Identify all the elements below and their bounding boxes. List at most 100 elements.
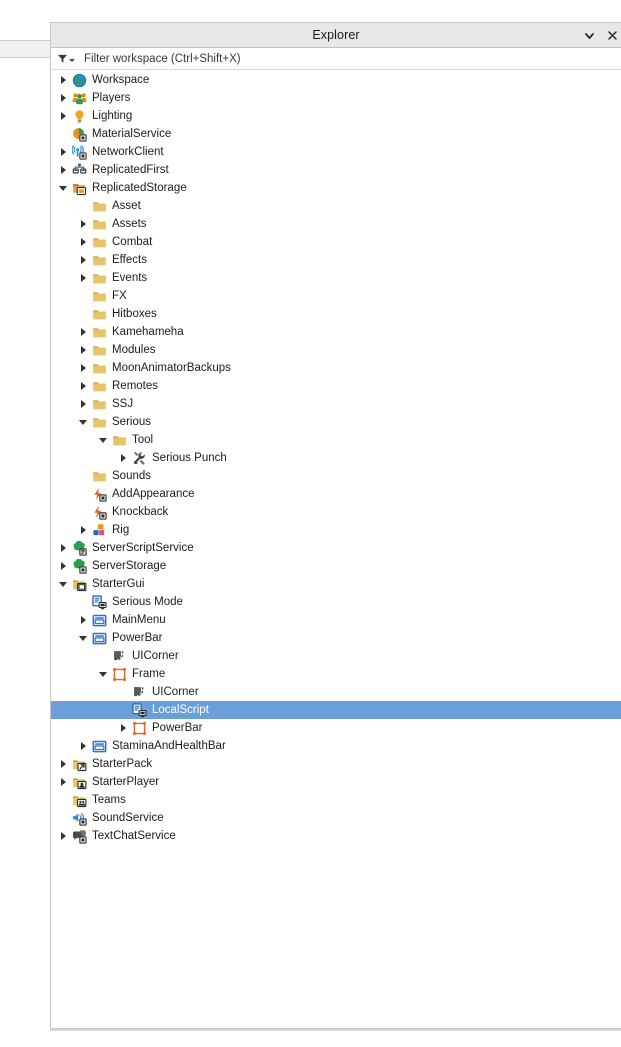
tree-row[interactable]: StaminaAndHealthBar <box>51 737 621 755</box>
chevron-right-icon[interactable] <box>77 395 89 413</box>
chevron-right-icon[interactable] <box>77 341 89 359</box>
tree-row[interactable]: Effects <box>51 251 621 269</box>
chevron-right-icon[interactable] <box>57 71 69 89</box>
tree-row[interactable]: StarterPack <box>51 755 621 773</box>
tree-row[interactable]: Sounds <box>51 467 621 485</box>
tree-row[interactable]: MoonAnimatorBackups <box>51 359 621 377</box>
chevron-right-icon[interactable] <box>57 161 69 179</box>
tree-row[interactable]: MainMenu <box>51 611 621 629</box>
tree-row[interactable]: Remotes <box>51 377 621 395</box>
funnel-filter-icon[interactable] <box>57 53 75 64</box>
tree-row[interactable]: Assets <box>51 215 621 233</box>
chevron-right-icon[interactable] <box>57 539 69 557</box>
tree-row[interactable]: Serious Punch <box>51 449 621 467</box>
chevron-right-icon[interactable] <box>57 773 69 791</box>
tree-row-label: ReplicatedFirst <box>92 164 169 176</box>
tree-row[interactable]: UICorner <box>51 647 621 665</box>
tree-row[interactable]: Frame <box>51 665 621 683</box>
search-input[interactable] <box>84 48 621 69</box>
page-title: Explorer <box>312 28 360 42</box>
chevron-down-icon[interactable] <box>97 665 109 683</box>
chevron-right-icon[interactable] <box>117 449 129 467</box>
chevron-right-icon[interactable] <box>117 719 129 737</box>
chevron-right-icon[interactable] <box>77 737 89 755</box>
chevron-down-icon[interactable] <box>583 29 596 42</box>
chevron-down-icon[interactable] <box>77 413 89 431</box>
tree-row[interactable]: ServerScriptService <box>51 539 621 557</box>
tree-arrow-placeholder <box>77 467 89 485</box>
tree-row[interactable]: PowerBar <box>51 719 621 737</box>
tree-arrow-placeholder <box>77 503 89 521</box>
chevron-right-icon[interactable] <box>77 611 89 629</box>
tree-row[interactable]: NetworkClient <box>51 143 621 161</box>
tree-row[interactable]: Lighting <box>51 107 621 125</box>
sound-service-icon <box>71 810 87 826</box>
folder-icon <box>91 288 107 304</box>
tree-row[interactable]: Serious Mode <box>51 593 621 611</box>
folder-icon <box>91 270 107 286</box>
folder-icon <box>91 324 107 340</box>
tree-row[interactable]: LocalScript <box>51 701 621 719</box>
tree-row[interactable]: StarterPlayer <box>51 773 621 791</box>
chevron-right-icon[interactable] <box>57 827 69 845</box>
explorer-titlebar: Explorer <box>51 23 621 48</box>
tree-row[interactable]: MaterialService <box>51 125 621 143</box>
starter-gui-icon <box>71 576 87 592</box>
tree-row[interactable]: ReplicatedFirst <box>51 161 621 179</box>
tree-row[interactable]: AddAppearance <box>51 485 621 503</box>
tree-row[interactable]: Asset <box>51 197 621 215</box>
tree-row[interactable]: UICorner <box>51 683 621 701</box>
replicated-storage-icon <box>71 180 87 196</box>
chevron-right-icon[interactable] <box>77 269 89 287</box>
ui-corner-icon <box>111 648 127 664</box>
tree-row[interactable]: SSJ <box>51 395 621 413</box>
tree-row[interactable]: Hitboxes <box>51 305 621 323</box>
tree-row[interactable]: Modules <box>51 341 621 359</box>
chevron-right-icon[interactable] <box>57 89 69 107</box>
tree-row[interactable]: StarterGui <box>51 575 621 593</box>
tree-row[interactable]: SoundService <box>51 809 621 827</box>
tree-row-label: MaterialService <box>92 128 172 140</box>
tree-row[interactable]: Serious <box>51 413 621 431</box>
tree-row-label: Sounds <box>112 470 152 482</box>
tree-row[interactable]: Rig <box>51 521 621 539</box>
tree-row-label: ServerStorage <box>92 560 167 572</box>
tree-row[interactable]: Players <box>51 89 621 107</box>
tree-row[interactable]: PowerBar <box>51 629 621 647</box>
tree-row[interactable]: Events <box>51 269 621 287</box>
chevron-right-icon[interactable] <box>57 107 69 125</box>
chevron-right-icon[interactable] <box>57 557 69 575</box>
tree-row[interactable]: ServerStorage <box>51 557 621 575</box>
tree-row[interactable]: Knockback <box>51 503 621 521</box>
tree-row[interactable]: Combat <box>51 233 621 251</box>
model-icon <box>91 522 107 538</box>
chevron-right-icon[interactable] <box>77 359 89 377</box>
chevron-right-icon[interactable] <box>77 215 89 233</box>
tree-row[interactable]: Teams <box>51 791 621 809</box>
chevron-right-icon[interactable] <box>77 233 89 251</box>
chevron-right-icon[interactable] <box>57 143 69 161</box>
tree-row[interactable]: TextChatService <box>51 827 621 845</box>
tree-row[interactable]: Kamehameha <box>51 323 621 341</box>
close-icon[interactable] <box>606 29 619 42</box>
tree-row[interactable]: FX <box>51 287 621 305</box>
tree-row[interactable]: Tool <box>51 431 621 449</box>
chevron-down-icon[interactable] <box>57 179 69 197</box>
chevron-right-icon[interactable] <box>57 755 69 773</box>
chevron-right-icon[interactable] <box>77 521 89 539</box>
tree-row[interactable]: Workspace <box>51 71 621 89</box>
chevron-down-icon[interactable] <box>97 431 109 449</box>
chevron-right-icon[interactable] <box>77 323 89 341</box>
chevron-right-icon[interactable] <box>77 377 89 395</box>
screen-gui-icon <box>91 738 107 754</box>
folder-icon <box>111 432 127 448</box>
chevron-down-icon[interactable] <box>57 575 69 593</box>
chevron-right-icon[interactable] <box>77 251 89 269</box>
tree-row-label: Rig <box>112 524 130 536</box>
tree-row[interactable]: ReplicatedStorage <box>51 179 621 197</box>
ui-corner-icon <box>131 684 147 700</box>
tree-row-label: MainMenu <box>112 614 166 626</box>
titlebar-actions <box>583 23 619 48</box>
chevron-down-icon[interactable] <box>77 629 89 647</box>
